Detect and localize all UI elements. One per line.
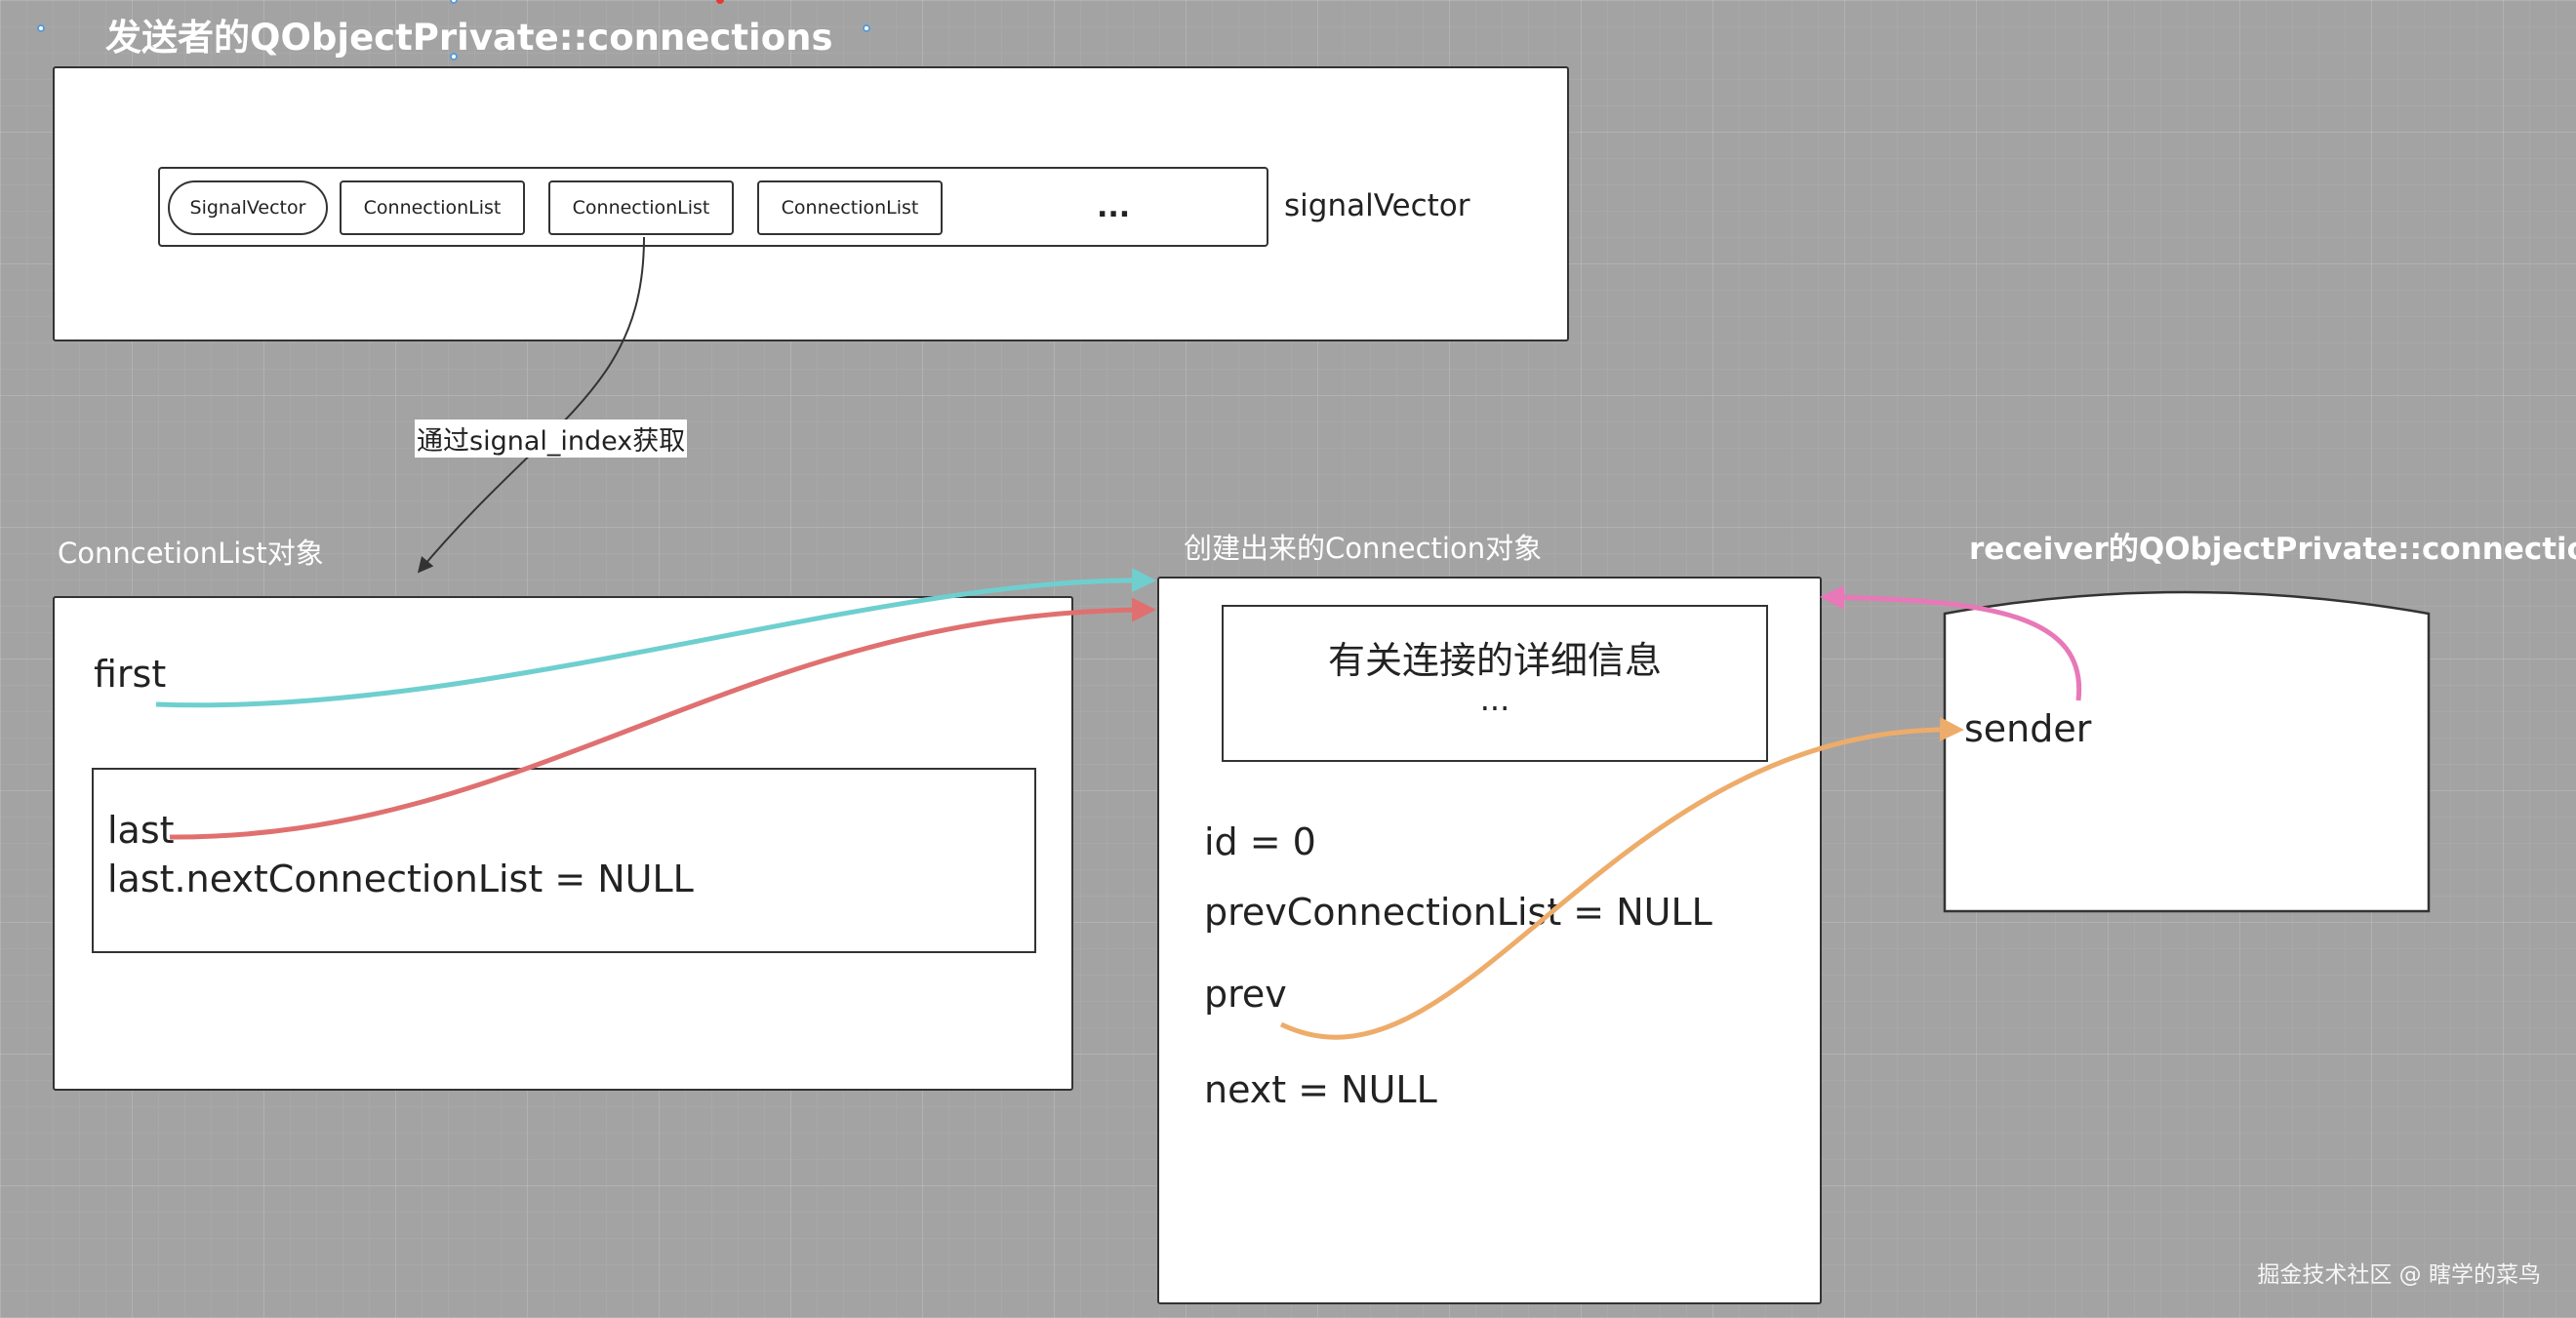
rotation-handle-icon[interactable]: [716, 0, 724, 4]
connection-details-box[interactable]: 有关连接的详细信息 ...: [1222, 605, 1768, 762]
sender-connections-title: 发送者的QObjectPrivate::connections: [105, 17, 833, 59]
prev-pointer-arrow: [1279, 717, 1964, 1040]
last-next-connection-list-field: last.nextConnectionList = NULL: [107, 858, 694, 900]
prev-connection-list-field: prevConnectionList = NULL: [1204, 891, 1712, 934]
connection-list-box[interactable]: first last last.nextConnectionList = NUL…: [53, 596, 1073, 1091]
last-pointer-arrow: [169, 597, 1156, 840]
watermark: 掘金技术社区 @ 瞎学的菜鸟: [2257, 1262, 2541, 1288]
connection-list-cell[interactable]: ConnectionList: [757, 180, 943, 235]
receiver-connections-title: receiver的QObjectPrivate::connections: [1969, 532, 2576, 567]
signal-vector-label: signalVector: [1284, 188, 1470, 223]
connection-details-ellipsis: ...: [1479, 681, 1510, 718]
connection-object-box[interactable]: 有关连接的详细信息 ... id = 0 prevConnectionList …: [1157, 577, 1822, 1304]
connection-list-title: ConncetionList对象: [58, 537, 324, 570]
connection-list-cell[interactable]: ConnectionList: [548, 180, 734, 235]
first-pointer-arrow: [155, 568, 1156, 708]
connection-details-text: 有关连接的详细信息: [1327, 639, 1662, 682]
selection-handle[interactable]: [450, 0, 458, 4]
sender-connections-box[interactable]: SignalVector ConnectionList ConnectionLi…: [53, 66, 1569, 341]
prev-field: prev: [1204, 973, 1287, 1016]
last-field: last: [107, 809, 175, 852]
sender-field: sender: [1964, 707, 2092, 750]
connection-object-title: 创建出来的Connection对象: [1184, 532, 1543, 565]
last-sub-box[interactable]: last last.nextConnectionList = NULL: [92, 768, 1036, 953]
ellipsis-cell: ...: [1097, 190, 1131, 224]
receiver-pointer-arrow: [1820, 584, 2082, 701]
next-field: next = NULL: [1204, 1068, 1437, 1111]
selection-handle[interactable]: [37, 24, 45, 32]
receiver-connections-shape[interactable]: [1942, 590, 2432, 914]
first-field: first: [94, 653, 167, 696]
signal-vector-array[interactable]: SignalVector ConnectionList ConnectionLi…: [158, 167, 1268, 247]
selection-handle[interactable]: [450, 53, 458, 60]
selection-handle[interactable]: [863, 24, 870, 32]
signal-vector-cell[interactable]: SignalVector: [168, 180, 328, 235]
signal-index-edge-label: 通过signal_index获取: [415, 419, 688, 458]
signal-index-arrow: [417, 236, 645, 574]
id-field: id = 0: [1204, 820, 1316, 863]
connection-list-cell[interactable]: ConnectionList: [340, 180, 525, 235]
